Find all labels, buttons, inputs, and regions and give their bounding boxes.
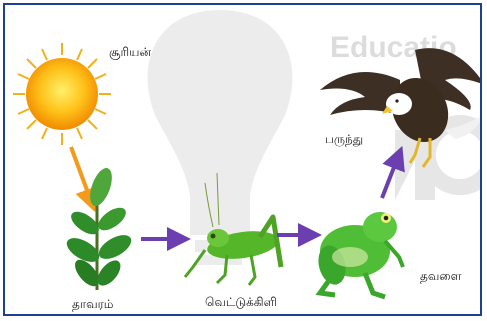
- eagle-icon: [320, 48, 482, 167]
- food-chain-diagram: Educatio: [3, 3, 482, 316]
- sun-label: சூரியன்: [109, 45, 151, 61]
- grasshopper-label: வெட்டுக்கிளி: [205, 295, 277, 311]
- plant-label: தாவரம்: [72, 297, 113, 313]
- sun-to-plant-arrow: [71, 147, 91, 201]
- frog-label: தவளை: [420, 269, 461, 285]
- plant-icon: [63, 165, 135, 290]
- sun-icon: [13, 43, 111, 145]
- eagle-label: பருந்து: [325, 132, 363, 148]
- frog-icon: [314, 212, 403, 297]
- grasshopper-icon: [185, 173, 281, 285]
- diagram-art: [5, 5, 482, 316]
- frog-to-eagle-arrow: [382, 157, 398, 198]
